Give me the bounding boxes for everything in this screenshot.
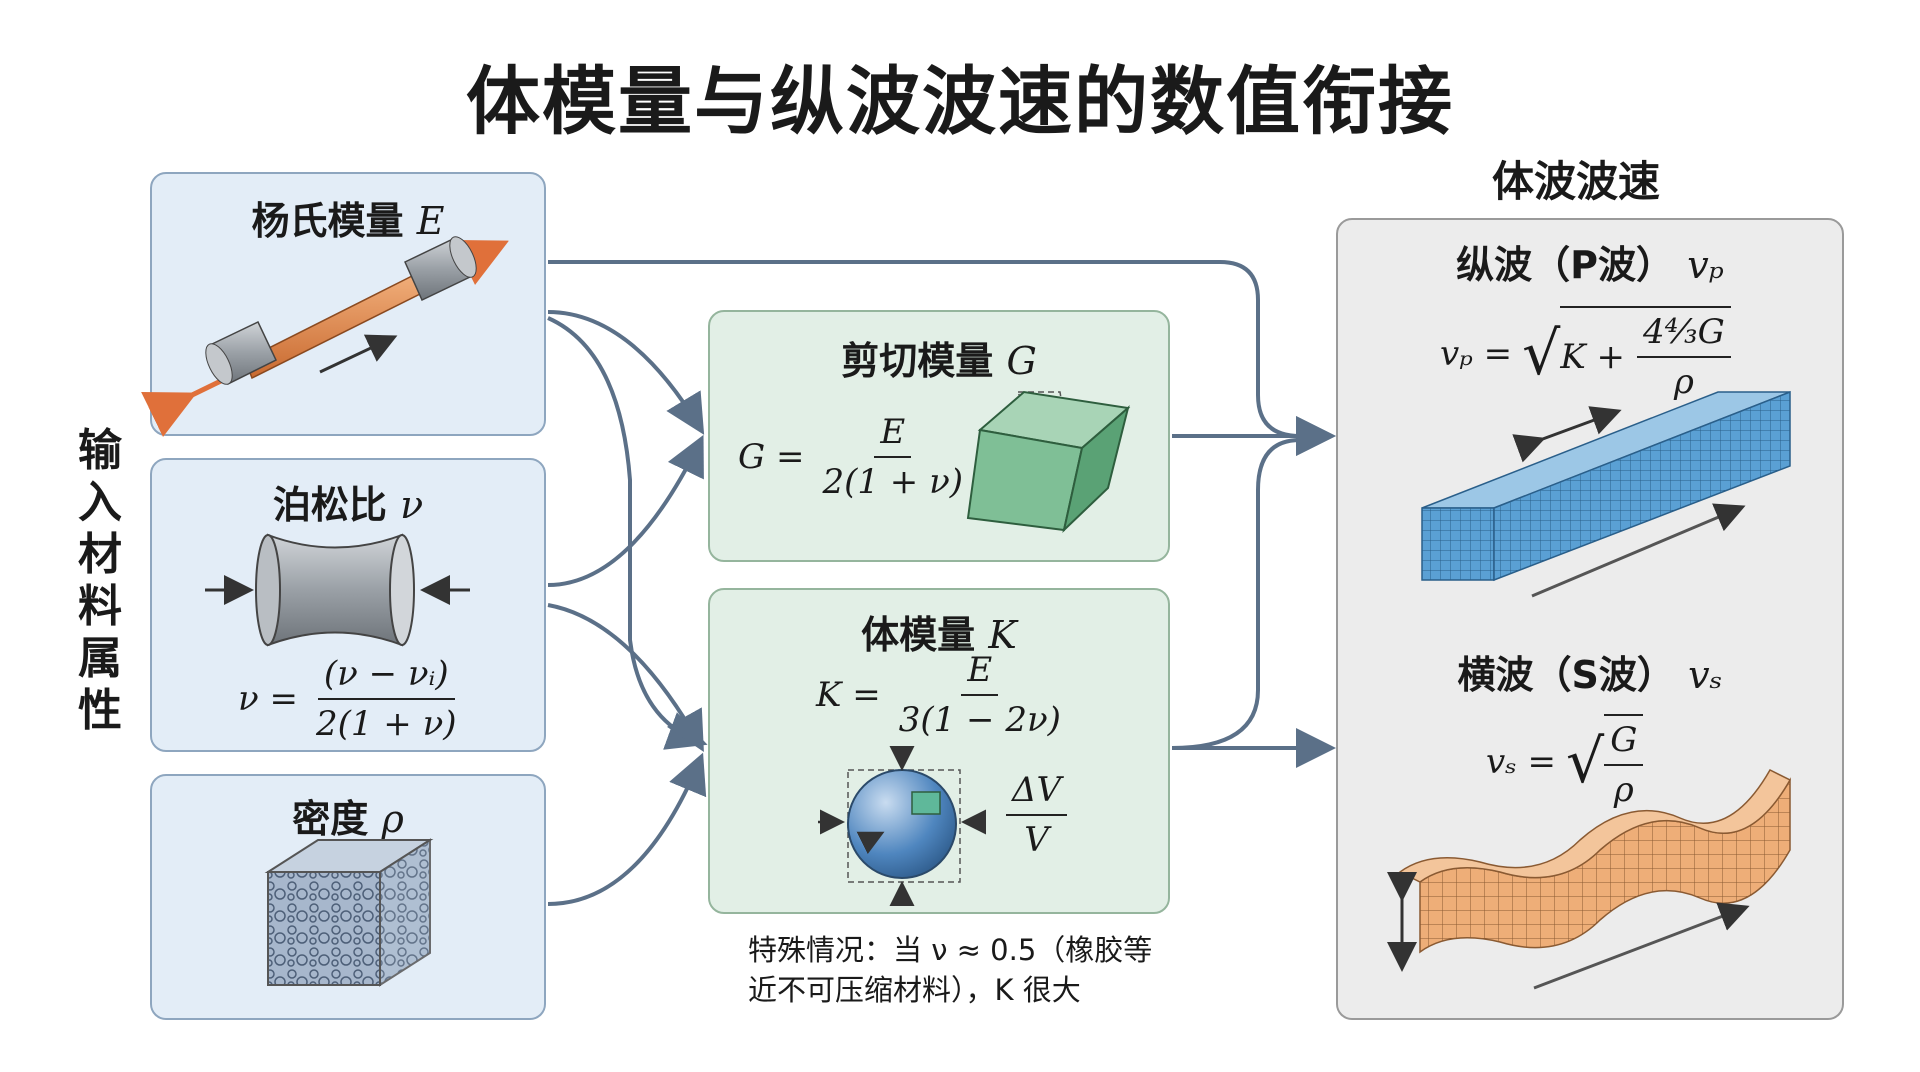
s-wave-formula: vₛ = √ G ρ [1486,714,1644,810]
s-wave-label: 横波（S波） [1457,653,1675,697]
p-wave-formula: vₚ = √ K + 4⁴⁄₃G ρ [1440,306,1731,402]
shear-modulus-label: 剪切模量 [841,339,994,383]
p-wave-radicand: K + 4⁴⁄₃G ρ [1560,306,1731,402]
connector-nu-to-g [547,434,704,587]
poisson-formula-numerator: (ν − νᵢ) [317,654,455,700]
bulk-modulus-title: 体模量 K [710,604,1168,659]
compressed-sphere-icon [818,746,986,906]
shear-formula-lhs: G = [738,437,805,477]
bulk-modulus-box: 体模量 K K = E 3(1 − 2ν) ΔV V [708,588,1170,914]
shear-modulus-title: 剪切模量 G [710,330,1168,385]
volume-change-fraction: ΔV V [1006,770,1068,860]
shear-formula-fraction: E 2(1 + ν) [816,412,969,502]
special-case-note: 特殊情况：当 ν ≈ 0.5（橡胶等近不可压缩材料），K 很大 [748,933,1153,1007]
shear-formula-numerator: E [874,412,912,458]
poisson-formula-fraction: (ν − νᵢ) 2(1 + ν) [310,654,463,744]
p-wave-fraction-numerator: 4⁴⁄₃G [1637,312,1731,358]
s-wave-radicand: G ρ [1604,714,1644,810]
connector-nu-to-k [547,603,704,752]
s-wave-fraction-denominator: ρ [1613,770,1634,810]
bulk-formula-fraction: E 3(1 − 2ν) [893,650,1067,740]
young-modulus-label: 杨氏模量 [251,199,404,243]
s-wave-formula-lhs: vₛ = [1486,742,1556,782]
shear-formula-denominator: 2(1 + ν) [822,462,964,502]
shear-formula: G = E 2(1 + ν) [738,412,969,502]
p-wave-fraction: 4⁴⁄₃G ρ [1637,312,1731,402]
tension-rod-icon [141,236,509,437]
bulk-formula-denominator: 3(1 − 2ν) [898,700,1061,740]
bulk-formula-lhs: K = [816,675,881,715]
bulk-modulus-symbol: K [988,613,1017,657]
young-modulus-title: 杨氏模量 E [152,190,544,245]
volume-change-numerator: ΔV [1006,770,1068,816]
bulk-formula: K = E 3(1 − 2ν) [816,650,1067,740]
p-wave-fraction-denominator: ρ [1673,362,1694,402]
shear-modulus-symbol: G [1006,339,1037,383]
s-wave-symbol: vₛ [1688,653,1723,697]
s-wave-fraction: G ρ [1604,720,1644,810]
density-label: 密度 [292,797,369,841]
p-wave-title: 纵波（P波） vₚ [1338,234,1842,289]
bulk-formula-numerator: E [961,650,999,696]
volume-change-denominator: V [1024,820,1049,860]
sheared-cube-icon [966,390,1131,533]
p-wave-label: 纵波（P波） [1456,243,1674,287]
poisson-ratio-label: 泊松比 [272,483,387,527]
output-header: 体波波速 [1491,157,1660,206]
s-wave-title: 横波（S波） vₛ [1338,644,1842,699]
compressed-cylinder-icon [205,533,470,647]
bulk-modulus-label: 体模量 [861,613,976,657]
p-wave-symbol: vₚ [1687,243,1724,287]
volume-change-ratio: ΔV V [1006,770,1068,860]
density-title: 密度 ρ [152,788,544,843]
connector-e-to-g [547,310,705,435]
s-wave-fraction-numerator: G [1604,720,1644,766]
poisson-formula: ν = (ν − νᵢ) 2(1 + ν) [238,654,463,744]
side-label-input-properties: 输入材料属性 [78,425,122,736]
porous-cube-icon [264,838,434,987]
p-wave-radicand-a: K + [1560,337,1626,377]
p-wave-formula-lhs: vₚ = [1440,334,1513,374]
young-modulus-symbol: E [416,199,445,243]
sqrt-symbol-icon: √ [1522,319,1561,389]
sqrt-symbol-icon: √ [1565,727,1605,797]
poisson-formula-denominator: 2(1 + ν) [315,704,457,744]
connector-e-to-vp [548,260,1336,456]
p-wave-block-icon [1421,390,1791,598]
connector-rho-to-k [547,752,707,906]
connector-k-to-vp [1171,438,1301,750]
connector-e-to-k [547,316,708,750]
poisson-ratio-symbol: ν [400,483,424,527]
density-symbol: ρ [381,797,404,841]
poisson-ratio-title: 泊松比 ν [152,474,544,529]
poisson-formula-lhs: ν = [238,679,298,719]
page-title: 体模量与纵波波速的数值衔接 [466,59,1454,145]
s-wave-block-icon [1387,769,1792,990]
